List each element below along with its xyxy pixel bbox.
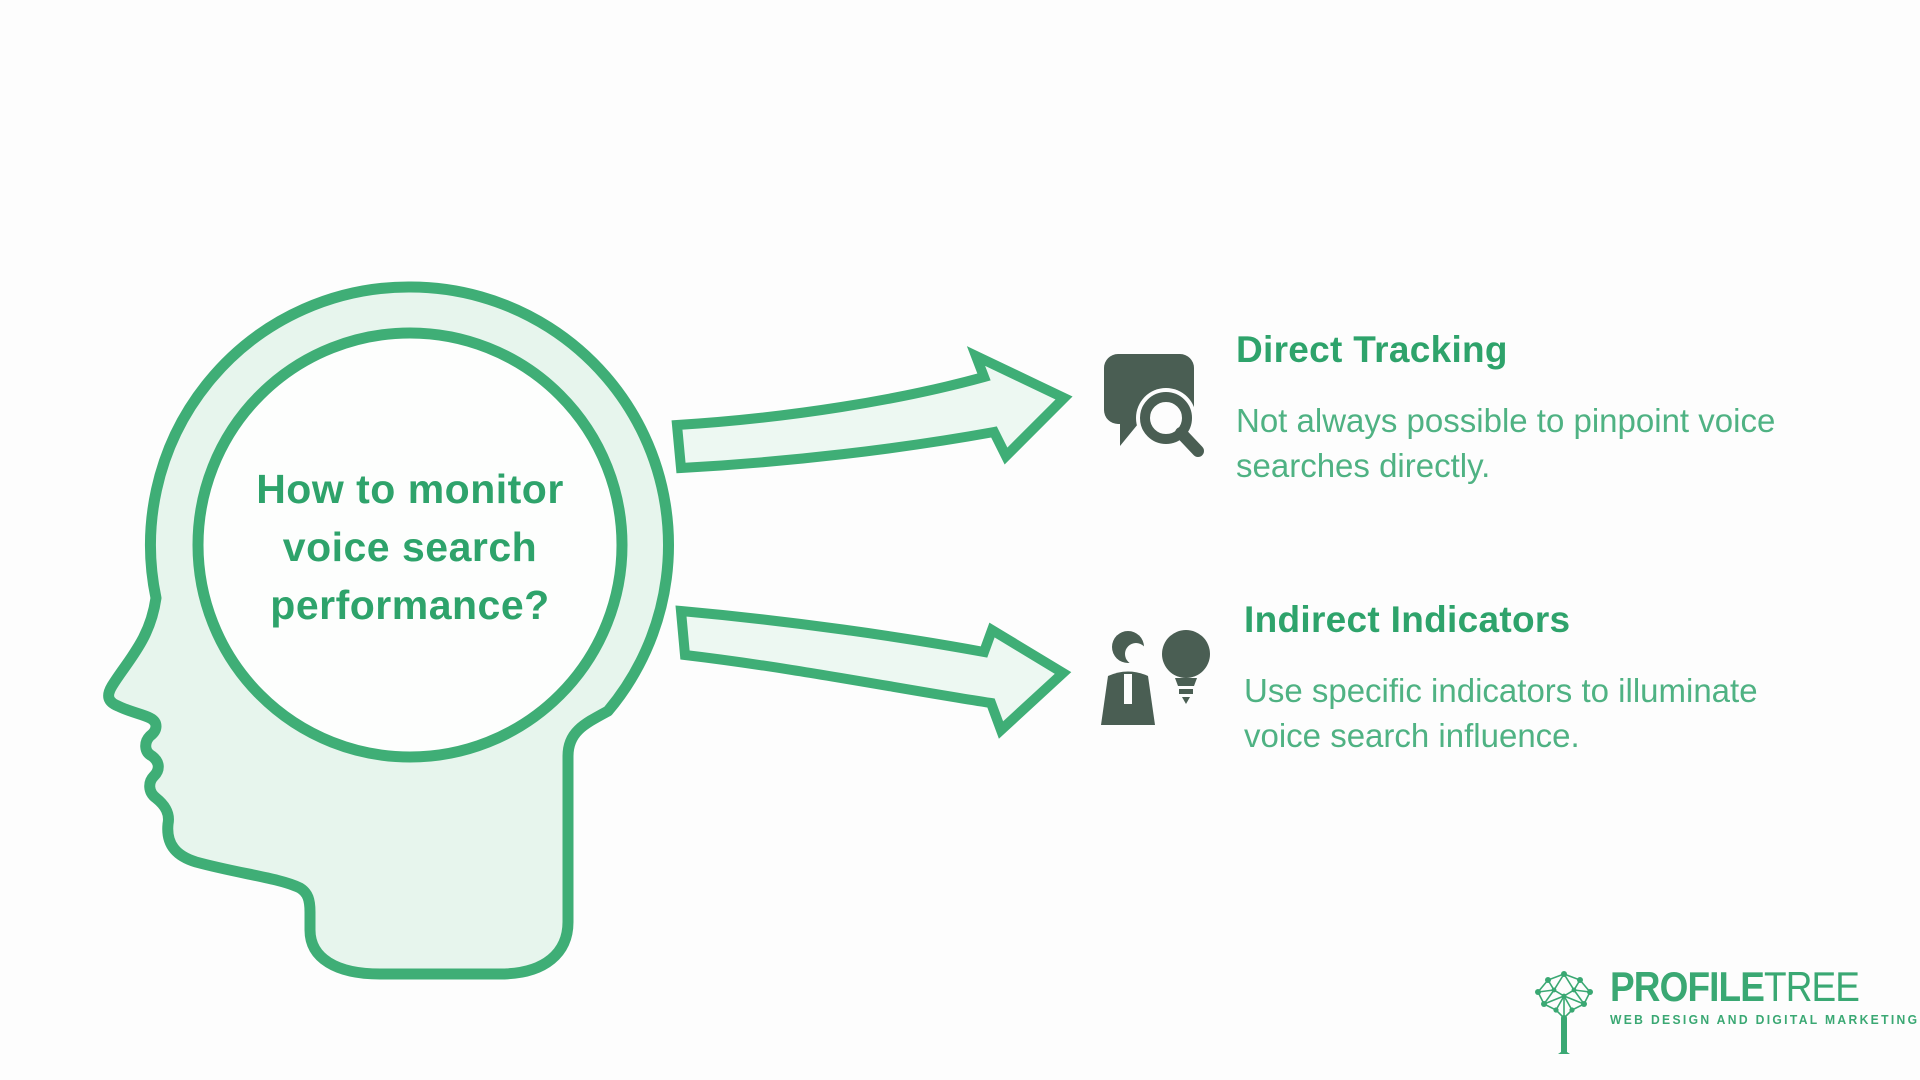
arrow-top [671, 346, 1073, 474]
person-lightbulb-icon [1098, 620, 1216, 751]
indirect-indicators-text: Indirect Indicators Use specific indicat… [1244, 598, 1804, 758]
profiletree-tagline: WEB DESIGN AND DIGITAL MARKETING [1610, 1013, 1920, 1027]
profiletree-brand: PROFILETREE [1610, 966, 1891, 1008]
direct-tracking-body: Not always possible to pinpoint voice se… [1236, 402, 1776, 484]
central-question-line: voice search [282, 524, 538, 570]
central-question-line: How to monitor [256, 466, 564, 512]
central-question-line: performance? [270, 582, 550, 628]
profiletree-logo: PROFILETREE WEB DESIGN AND DIGITAL MARKE… [1528, 966, 1920, 1058]
profiletree-tree-icon [1535, 971, 1593, 1054]
section-indirect-indicators: Indirect Indicators Use specific indicat… [1098, 598, 1804, 758]
direct-tracking-text: Direct Tracking Not always possible to p… [1236, 328, 1796, 488]
brand-primary: PROFILE [1610, 963, 1765, 1010]
arrow-bottom [675, 605, 1072, 739]
thought-circle [192, 327, 628, 763]
indirect-indicators-heading: Indirect Indicators [1244, 599, 1571, 640]
central-question: How to monitor voice search performance? [150, 460, 670, 634]
speech-bubble-search-icon [1104, 352, 1208, 469]
direct-tracking-heading: Direct Tracking [1236, 329, 1508, 370]
section-direct-tracking: Direct Tracking Not always possible to p… [1104, 328, 1796, 488]
indirect-indicators-body: Use specific indicators to illuminate vo… [1244, 672, 1758, 754]
brand-secondary: TREE [1764, 963, 1860, 1010]
profiletree-logo-text: PROFILETREE WEB DESIGN AND DIGITAL MARKE… [1610, 966, 1920, 1028]
